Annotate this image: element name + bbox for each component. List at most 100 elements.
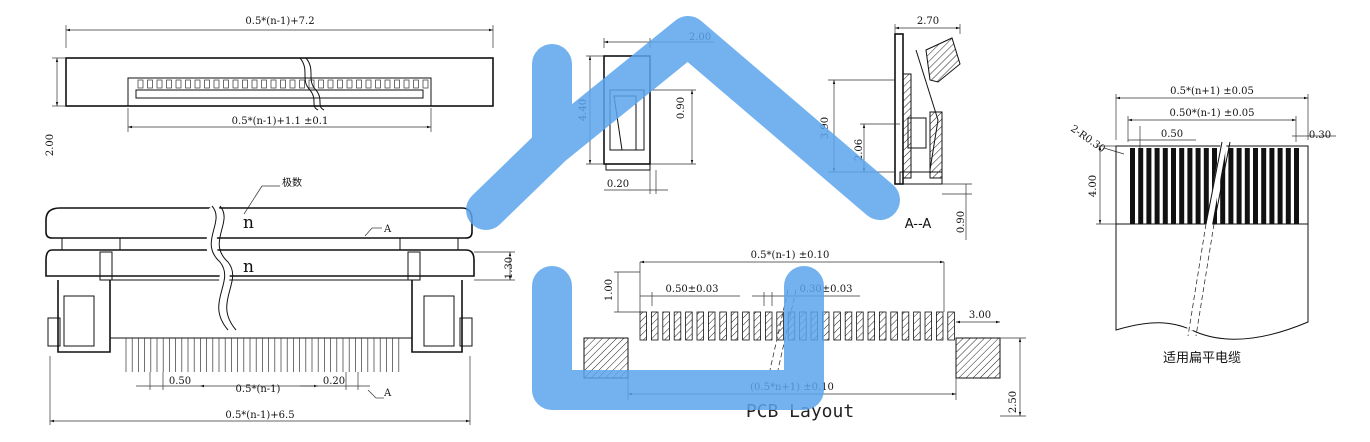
section-inner: 2.06 — [854, 139, 865, 161]
pcb-pad — [765, 311, 773, 341]
fpc-corner: 2-R0.30 — [1068, 123, 1107, 155]
top-tooth — [299, 79, 305, 89]
fpc-conductor-strip — [1236, 148, 1242, 224]
fpc-conductor-strip — [1285, 148, 1291, 224]
top-tooth — [137, 79, 144, 89]
pcb-pad — [742, 311, 750, 341]
fpc-conductor-strip — [1269, 148, 1275, 224]
fpc-conductor-strip — [1162, 148, 1168, 224]
top-tooth — [375, 79, 381, 89]
fpc-conductor-strip — [1146, 148, 1152, 224]
front-overall: 0.5*(n-1)+6.5 — [225, 410, 294, 421]
fpc-conductor-strip — [1195, 148, 1201, 224]
fpc-caption: 适用扁平电缆 — [1163, 350, 1241, 366]
pcb-pad — [901, 311, 910, 341]
section-width: 2.70 — [917, 16, 939, 27]
top-view: 0.5*(n-1)+7.2 0.5*(n-1)+1.1 ±0.1 2.00 — [45, 16, 494, 156]
pcb-pad — [844, 311, 853, 341]
top-tooth — [223, 79, 229, 89]
top-tooth — [318, 79, 324, 89]
fpc-pitch: 0.50 — [1161, 129, 1183, 140]
pcb-pad — [662, 311, 670, 341]
fpc-length: 4.00 — [1088, 175, 1099, 197]
top-tooth — [232, 79, 239, 89]
top-inner-width: 0.5*(n-1)+1.1 ±0.1 — [232, 116, 329, 127]
fpc-conductor-strip — [1130, 148, 1135, 224]
pcb-pad — [696, 311, 704, 341]
pcb-pad — [719, 311, 727, 341]
fpc-conductor-strip — [1187, 148, 1193, 224]
fpc-conductor-strip — [1203, 148, 1209, 224]
section-label: A--A — [905, 217, 932, 232]
fpc-conductor-strip — [1253, 148, 1258, 224]
fpc-span: 0.50*(n-1) ±0.05 — [1169, 108, 1254, 119]
top-tooth — [289, 79, 296, 89]
pcb-pad — [856, 311, 864, 341]
pcb-pad-span: 0.5*(n-1) ±0.10 — [751, 250, 830, 261]
side-inner-height: 0.90 — [676, 97, 687, 119]
top-tooth — [251, 79, 258, 89]
pcb-pad-height: 1.00 — [604, 279, 615, 301]
top-overall-width: 0.5*(n-1)+7.2 — [245, 16, 314, 27]
top-tooth — [327, 79, 334, 89]
pcb-pad — [924, 311, 932, 341]
fpc-conductor-strip — [1138, 148, 1144, 224]
pcb-pad — [879, 311, 887, 341]
house-icon — [466, 16, 900, 410]
top-tooth — [194, 79, 201, 89]
pcb-pad-width: 0.30±0.03 — [800, 284, 853, 295]
fpc-conductor-strip — [1171, 148, 1176, 224]
top-tooth — [242, 79, 248, 89]
fpc-cable-view: 0.5*(n+1) ±0.05 0.50*(n-1) ±0.05 0.50 0.… — [1068, 86, 1336, 366]
pcb-anchor-width: 3.00 — [969, 310, 991, 321]
top-tooth — [147, 79, 153, 89]
front-pitch: 0.50 — [169, 376, 191, 387]
fpc-conductor-strip — [1179, 148, 1185, 224]
pcb-pad — [890, 311, 898, 341]
section-mark-top: A — [383, 224, 392, 235]
pcb-pad — [913, 311, 921, 341]
section-offset: 0.90 — [956, 211, 967, 233]
fpc-conductor: 0.30 — [1309, 130, 1331, 141]
pcb-pad — [685, 311, 693, 341]
n-mark-top: n — [243, 213, 254, 233]
top-tooth — [270, 79, 277, 89]
side-tab: 0.20 — [607, 179, 629, 190]
pcb-pad — [730, 311, 739, 341]
top-tooth — [166, 79, 172, 89]
fpc-width-total: 0.5*(n+1) ±0.05 — [1170, 86, 1254, 97]
fpc-conductor-strip — [1220, 148, 1226, 224]
watermark-roof — [466, 16, 900, 230]
top-tooth — [204, 79, 210, 89]
top-tooth — [403, 79, 410, 89]
fpc-conductor-strip — [1154, 148, 1160, 224]
pcb-pad — [936, 311, 944, 341]
top-tooth — [356, 79, 362, 89]
top-tooth — [337, 79, 343, 89]
pcb-anchor-height: 2.50 — [1008, 391, 1019, 413]
pcb-pad — [947, 311, 955, 341]
top-tooth — [413, 79, 419, 89]
watermark-base — [532, 266, 824, 410]
pcb-pad — [833, 311, 841, 341]
pcb-pad — [639, 311, 647, 341]
n-mark-bottom: n — [243, 257, 254, 277]
pcb-pad — [651, 311, 659, 341]
pcb-pad — [753, 311, 761, 341]
pcb-pitch: 0.50±0.03 — [666, 284, 719, 295]
top-tooth — [384, 79, 391, 89]
front-height: 1.30 — [504, 257, 515, 279]
top-height: 2.00 — [45, 134, 56, 156]
pin-count-label: 极数 — [282, 176, 302, 189]
fpc-conductor-strip — [1228, 148, 1234, 224]
top-tooth — [346, 79, 353, 89]
front-view: 极数 n n A 1.30 0.50 0.5*(n-1) — [45, 176, 515, 425]
fpc-conductor-strip — [1277, 148, 1283, 224]
top-tooth — [280, 79, 286, 89]
pcb-anchor-right — [955, 337, 1001, 379]
top-tooth — [394, 79, 400, 89]
top-tooth — [422, 79, 429, 89]
top-tooth — [261, 79, 267, 89]
pcb-pad — [867, 311, 875, 341]
fpc-conductor-strip — [1244, 148, 1250, 224]
